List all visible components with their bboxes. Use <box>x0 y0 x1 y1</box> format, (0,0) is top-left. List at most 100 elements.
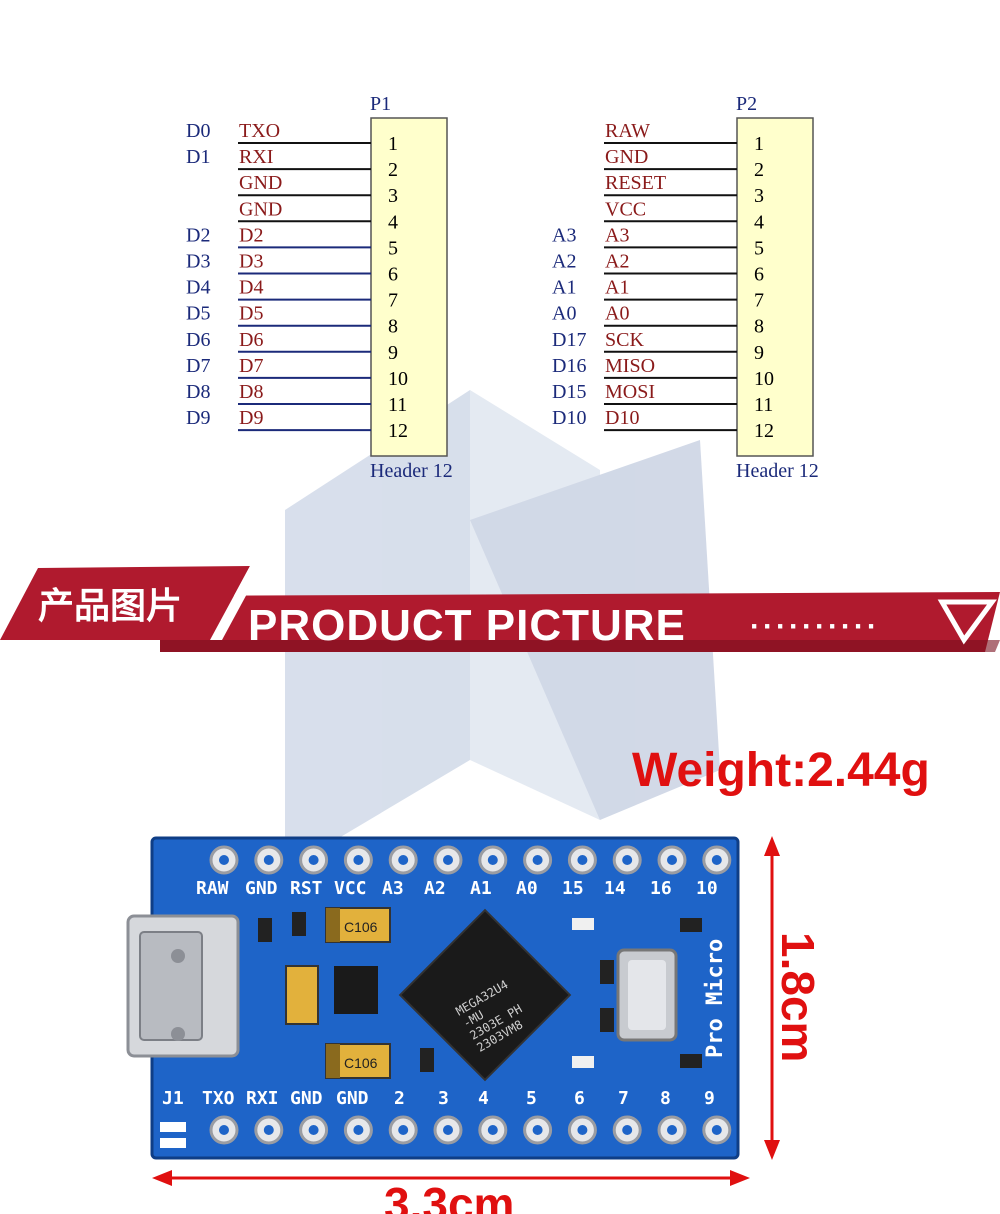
p2-pin-number: 6 <box>754 264 764 286</box>
top-pad-hole <box>443 855 453 865</box>
bottom-pad-hole <box>353 1125 364 1135</box>
p1-pin-label: D3 <box>186 251 210 273</box>
banner-dots: ·········· <box>750 610 880 643</box>
p2-pin-label: D17 <box>552 329 586 351</box>
p1-pin-number: 7 <box>388 290 398 312</box>
bottom-pad-hole <box>667 1125 677 1135</box>
height-dimension-label: 1.8cm <box>772 932 824 1062</box>
width-dimension: 3.3cm <box>152 1170 750 1214</box>
p2-pin-signal: SCK <box>605 329 644 351</box>
p2-pin-number: 9 <box>754 342 764 364</box>
p1-pin-number: 2 <box>388 159 398 181</box>
top-silk-label: 14 <box>604 878 626 899</box>
top-pad-hole <box>487 855 498 865</box>
p1-pin-signal: D8 <box>239 381 263 403</box>
top-silk-label: A2 <box>424 878 446 899</box>
p1-pin-number: 3 <box>388 185 398 207</box>
bottom-pad-hole <box>219 1125 229 1135</box>
top-silk-label: 15 <box>562 878 584 899</box>
p2-pin-label: A1 <box>552 277 576 299</box>
p1-pin-label: D5 <box>186 303 210 325</box>
bottom-silk-label: 6 <box>574 1088 585 1109</box>
bottom-pad-hole <box>443 1125 453 1135</box>
p1-pin-label: D4 <box>186 277 210 299</box>
header-p1: P1 Header 12 TXOD01RXID12GND3GND4D2D25D3… <box>186 93 453 482</box>
bottom-silk-label: RXI <box>246 1088 279 1109</box>
bottom-pad-hole <box>622 1125 633 1135</box>
top-pad-hole <box>532 855 543 865</box>
bottom-silk-label: 2 <box>394 1088 405 1109</box>
bottom-pad-hole <box>398 1125 409 1135</box>
bottom-pad-hole <box>711 1125 722 1135</box>
p2-pin-number: 2 <box>754 159 764 181</box>
p1-pin-signal: TXO <box>239 120 280 142</box>
p2-pin-label: A0 <box>552 303 576 325</box>
p1-pin-label: D9 <box>186 407 210 429</box>
bottom-pad-hole <box>308 1125 319 1135</box>
bottom-pad-hole <box>532 1125 543 1135</box>
p1-pin-signal: GND <box>239 198 282 220</box>
p2-pin-number: 8 <box>754 316 764 338</box>
weight-label: Weight:2.44g <box>632 744 930 797</box>
p1-pin-label: D2 <box>186 224 210 246</box>
p2-pin-signal: RAW <box>605 120 650 142</box>
capacitor-top-label: C106 <box>344 919 378 935</box>
banner-triangle-icon <box>937 599 997 645</box>
p2-pin-number: 3 <box>754 185 764 207</box>
bottom-pad-hole <box>577 1125 588 1135</box>
p2-pin-signal: MOSI <box>605 381 655 403</box>
p2-pin-signal: A0 <box>605 303 629 325</box>
top-silk-label: GND <box>245 878 278 899</box>
p1-pin-signal: D4 <box>239 277 263 299</box>
height-dimension: 1.8cm <box>764 836 824 1160</box>
p2-pin-list: RAW1GND2RESET3VCC4A3A35A2A26A1A17A0A08SC… <box>552 120 774 442</box>
p1-designator: P1 <box>370 93 391 115</box>
mcu-chip <box>398 908 572 1082</box>
p1-pin-label: D7 <box>186 355 210 377</box>
p2-pin-label: D16 <box>552 355 586 377</box>
p1-pin-signal: D5 <box>239 303 263 325</box>
bottom-silk-label: 3 <box>438 1088 449 1109</box>
p1-pin-number: 1 <box>388 133 398 155</box>
bottom-silk-label: GND <box>290 1088 323 1109</box>
bottom-pad-row <box>209 1115 732 1145</box>
top-silk-label: RST <box>290 878 323 899</box>
p1-pin-number: 4 <box>388 211 398 233</box>
banner-english-title: PRODUCT PICTURE <box>248 601 686 650</box>
p2-pin-number: 7 <box>754 290 764 312</box>
width-dimension-label: 3.3cm <box>384 1178 514 1214</box>
top-pad-hole <box>711 855 722 865</box>
p2-pin-signal: A2 <box>605 251 629 273</box>
p2-body <box>736 117 814 457</box>
p2-pin-number: 10 <box>754 368 774 390</box>
top-pad-hole <box>398 855 409 865</box>
voltage-regulator <box>334 966 378 1014</box>
bottom-silk-label: GND <box>336 1088 369 1109</box>
top-pad-hole <box>353 855 364 865</box>
p2-pin-signal: MISO <box>605 355 655 377</box>
p2-designator: P2 <box>736 93 757 115</box>
bottom-pad-hole <box>263 1125 274 1135</box>
top-silk-label: A3 <box>382 878 404 899</box>
p1-pin-number: 10 <box>388 368 408 390</box>
p2-pin-number: 5 <box>754 237 764 259</box>
top-pad-hole <box>622 855 633 865</box>
header-p2: P2 Header 12 RAW1GND2RESET3VCC4A3A35A2A2… <box>552 93 819 482</box>
p1-pin-list: TXOD01RXID12GND3GND4D2D25D3D36D4D47D5D58… <box>186 120 408 442</box>
p2-pin-number: 11 <box>754 394 773 416</box>
p1-pin-label: D6 <box>186 329 210 351</box>
p1-pin-signal: RXI <box>239 146 273 168</box>
board-side-text: Pro Micro <box>703 939 728 1058</box>
bottom-silk-label: 7 <box>618 1088 629 1109</box>
watermark-logo <box>285 390 720 870</box>
p2-pin-number: 12 <box>754 420 774 442</box>
top-silk-label: 10 <box>696 878 718 899</box>
p1-pin-signal: D9 <box>239 407 263 429</box>
p2-pin-signal: VCC <box>605 198 646 220</box>
p2-pin-signal: RESET <box>605 172 666 194</box>
p2-pin-signal: A3 <box>605 224 629 246</box>
